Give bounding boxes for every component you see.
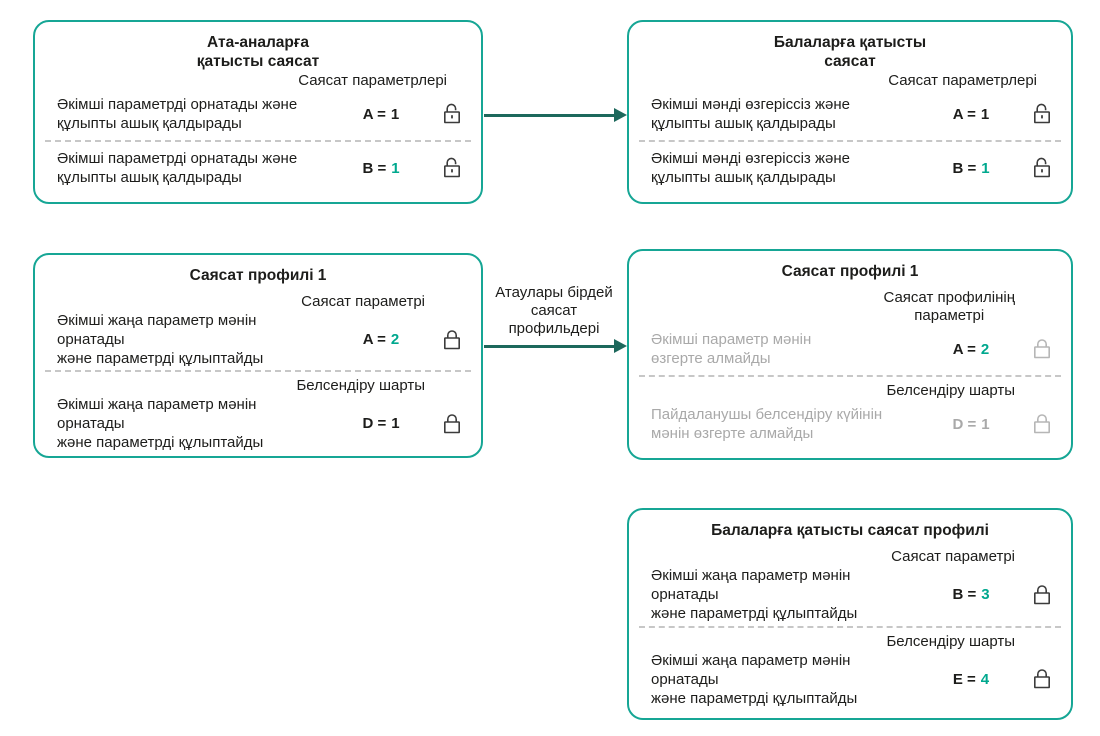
policy-setting-row: Пайдаланушы белсендіру күйінін мәнін өзг… xyxy=(629,400,1071,448)
profile-inheritance-arrow xyxy=(484,345,616,348)
open-lock-icon xyxy=(439,102,465,126)
dashed-divider xyxy=(45,370,471,372)
arrow-label: Атаулары бірдей саясат профильдері xyxy=(495,284,613,337)
dashed-divider xyxy=(639,625,1061,628)
row-description: Әкімші жаңа параметр мәнін орнатады және… xyxy=(651,567,858,623)
policy-setting-row: Әкімші жаңа параметр мәнін орнатады және… xyxy=(629,651,1071,709)
dashed-divider xyxy=(639,375,1061,377)
row-description: Пайдаланушы белсендіру күйінін мәнін өзг… xyxy=(651,406,883,442)
children-policy-profile-box: Балаларға қатысты саясат профилі Саясат … xyxy=(627,508,1073,720)
policy-settings-subtitle: Саясат параметрлері xyxy=(888,72,1037,89)
open-lock-icon xyxy=(1029,156,1055,180)
policy-settings-subtitle: Саясат параметрлері xyxy=(298,72,447,89)
closed-lock-icon xyxy=(1029,337,1055,361)
row-description: Әкімші жаңа параметр мәнін орнатады және… xyxy=(57,396,264,451)
activation-condition-subtitle: Белсендіру шарты xyxy=(296,377,425,394)
row-description: Әкімші параметрді орнатады және құлыпты … xyxy=(57,150,298,186)
open-lock-icon xyxy=(1029,102,1055,126)
policy-setting-subtitle: Саясат параметрі xyxy=(301,293,425,310)
policy-profile-result-box: Саясат профилі 1 Саясат профилінің парам… xyxy=(627,249,1073,460)
policy-setting-row: Әкімші жаңа параметр мәнін орнатады және… xyxy=(35,395,481,452)
closed-lock-icon xyxy=(1029,583,1055,607)
setting-value: B =1 xyxy=(952,159,990,177)
closed-lock-icon xyxy=(439,328,465,352)
closed-lock-icon xyxy=(439,412,465,436)
box-title: Балаларға қатысты саясат профилі xyxy=(711,522,989,539)
setting-value: E =4 xyxy=(952,670,990,688)
profile-setting-subtitle: Саясат профилінің параметрі xyxy=(883,289,1015,324)
row-description: Әкімші жаңа параметр мәнін орнатады және… xyxy=(651,651,858,707)
setting-value: D =1 xyxy=(362,415,400,432)
policy-setting-row: Әкімші параметрді орнатады және құлыпты … xyxy=(35,144,481,192)
dashed-divider xyxy=(639,140,1061,142)
setting-value: A =2 xyxy=(362,331,400,348)
parents-policy-box: Ата-аналарға қатысты саясат Саясат парам… xyxy=(33,20,483,204)
setting-value: A =2 xyxy=(952,340,990,358)
policy-inheritance-arrow-head xyxy=(614,108,627,122)
setting-value: B =3 xyxy=(952,586,990,604)
box-title: Балаларға қатысты саясат xyxy=(773,34,927,70)
row-description: Әкімші жаңа параметр мәнін орнатады және… xyxy=(57,312,264,367)
box-title: Саясат профилі 1 xyxy=(781,263,919,280)
box-title: Саясат профилі 1 xyxy=(189,267,327,284)
activation-condition-subtitle: Белсендіру шарты xyxy=(886,632,1015,650)
policy-profile-source-box: Саясат профилі 1 Саясат параметрі Әкімші… xyxy=(33,253,483,458)
policy-setting-row: Әкімші жаңа параметр мәнін орнатады және… xyxy=(35,311,481,368)
row-description: Әкімші мәнді өзгеріссіз және құлыпты ашы… xyxy=(651,96,850,132)
profile-inheritance-arrow-head xyxy=(614,339,627,353)
open-lock-icon xyxy=(439,156,465,180)
activation-condition-subtitle: Белсендіру шарты xyxy=(886,382,1015,399)
policy-inheritance-arrow xyxy=(484,114,616,117)
policy-setting-row: Әкімші жаңа параметр мәнін орнатады және… xyxy=(629,566,1071,624)
policy-setting-row: Әкімші параметрді орнатады және құлыпты … xyxy=(35,90,481,138)
policy-setting-row: Әкімші параметр мәнін өзгерте алмайды A … xyxy=(629,325,1071,373)
row-description: Әкімші параметрді орнатады және құлыпты … xyxy=(57,96,298,132)
closed-lock-icon xyxy=(1029,412,1055,436)
policy-setting-row: Әкімші мәнді өзгеріссіз және құлыпты ашы… xyxy=(629,144,1071,192)
children-policy-box: Балаларға қатысты саясат Саясат параметр… xyxy=(627,20,1073,204)
row-description: Әкімші мәнді өзгеріссіз және құлыпты ашы… xyxy=(651,150,850,186)
dashed-divider xyxy=(45,140,471,142)
box-title: Ата-аналарға қатысты саясат xyxy=(196,34,320,70)
row-description: Әкімші параметр мәнін өзгерте алмайды xyxy=(651,331,812,367)
setting-value: B =1 xyxy=(362,159,400,177)
policy-setting-row: Әкімші мәнді өзгеріссіз және құлыпты ашы… xyxy=(629,90,1071,138)
setting-value: D =1 xyxy=(952,415,990,433)
policy-setting-subtitle: Саясат параметрі xyxy=(891,548,1015,565)
closed-lock-icon xyxy=(1029,667,1055,691)
setting-value: A =1 xyxy=(952,105,990,123)
setting-value: A =1 xyxy=(362,105,400,123)
